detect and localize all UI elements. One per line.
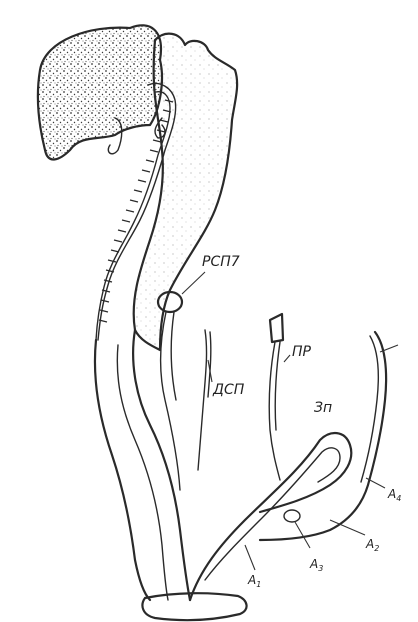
base xyxy=(142,593,246,620)
pr-branch xyxy=(269,314,283,480)
label-pr: ПР xyxy=(292,344,312,360)
label-a3: A3 xyxy=(309,557,323,573)
label-rsp: РСП7 xyxy=(202,254,240,270)
dsp-branch xyxy=(198,330,211,470)
label-a1: A1 xyxy=(247,573,261,589)
label-a4: A4 xyxy=(387,487,401,503)
junction-node xyxy=(284,510,300,522)
stippled-mass xyxy=(38,25,162,159)
loop-structure xyxy=(190,433,351,600)
main-trunk xyxy=(95,330,190,600)
label-a2: A2 xyxy=(365,537,379,553)
label-zn: Зп xyxy=(314,400,332,416)
leader-lines xyxy=(182,272,398,570)
label-dsp: ДСП xyxy=(212,382,245,398)
